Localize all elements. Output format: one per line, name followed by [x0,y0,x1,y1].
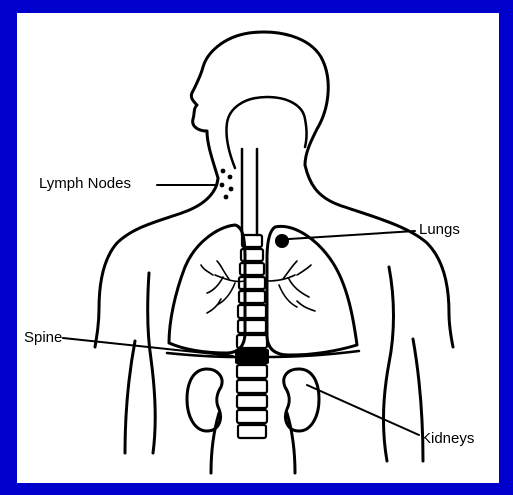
kidneys-leader [307,385,419,435]
trachea [242,149,257,235]
spine-highlight [235,349,269,364]
head-outline [191,32,328,178]
spine-label: Spine [24,330,62,345]
left-shoulder [95,178,218,347]
spine-vertebrae [237,235,267,438]
lungs-label: Lungs [419,222,460,237]
left-ureter [211,413,219,473]
right-torso [383,267,393,461]
left-torso [148,273,155,453]
lung-spot [275,234,289,248]
body-illustration [17,13,499,483]
left-arm-inner [125,341,135,453]
lymph-nodes-label: Lymph Nodes [39,176,131,191]
diagram-panel: Lymph Nodes Lungs Spine Kidneys [17,13,499,483]
lymph-node-dots [220,169,234,200]
left-lung [169,225,245,353]
throat-outline [226,97,306,168]
kidneys-label: Kidneys [421,431,474,446]
right-ureter [287,413,295,473]
right-bronchi [267,261,315,311]
